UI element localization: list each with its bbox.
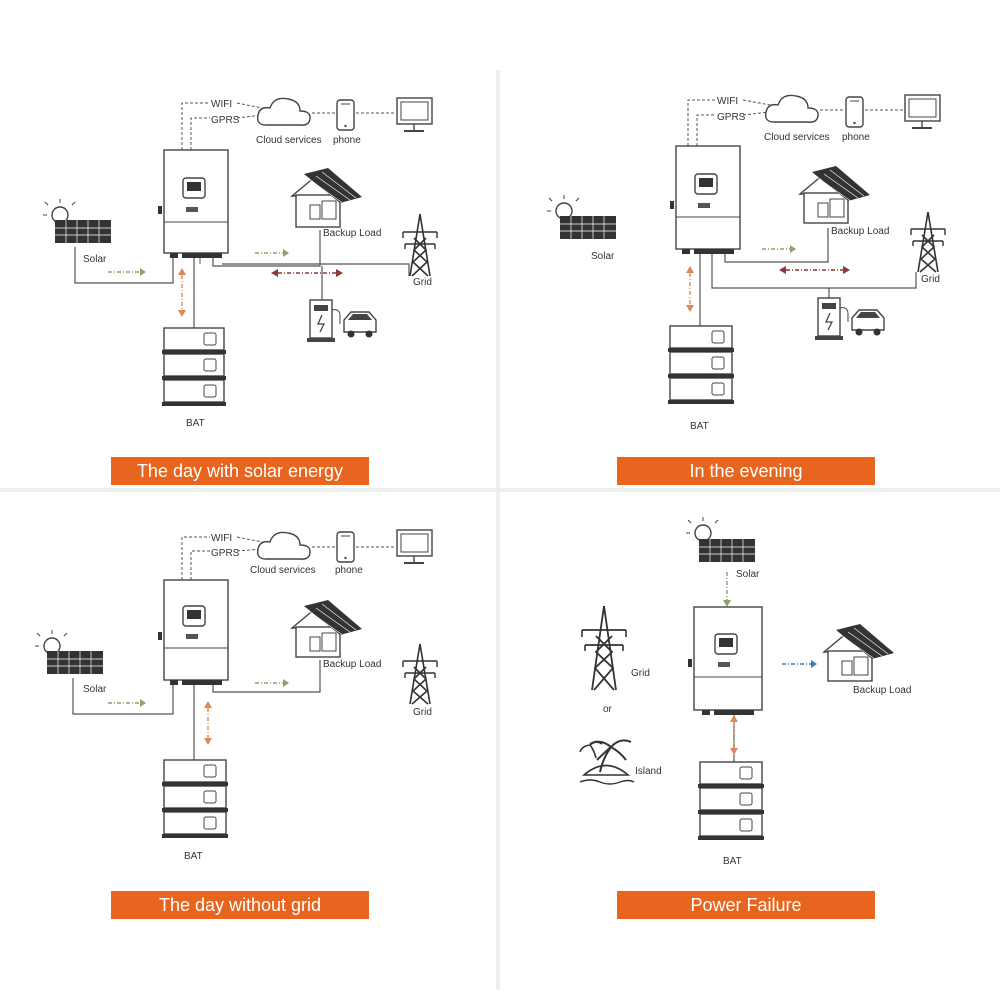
bat-label: BAT: [184, 851, 203, 862]
car-icon: [343, 311, 377, 338]
monitor-icon: [396, 97, 433, 132]
solar-panel-icon: [35, 630, 103, 674]
monitor-icon: [396, 529, 433, 564]
cloud-label: Cloud services: [256, 135, 322, 146]
bat-label: BAT: [186, 418, 205, 429]
ev-charger-icon: [307, 299, 341, 342]
grid-tower-icon: [910, 211, 946, 273]
cloud-label: Cloud services: [250, 565, 316, 576]
car-icon: [851, 309, 885, 336]
phone-icon: [336, 531, 355, 563]
battery-stack-icon: [162, 759, 228, 838]
gprs-label: GPRS: [717, 112, 746, 123]
grid-tower-icon: [402, 643, 438, 705]
phone-icon: [845, 96, 864, 128]
phone-icon: [336, 99, 355, 131]
battery-stack-icon: [698, 761, 764, 840]
caption-day-with-solar: The day with solar energy: [111, 457, 369, 485]
or-label: or: [603, 704, 613, 715]
caption-evening: In the evening: [617, 457, 875, 485]
grid-label: Grid: [921, 274, 940, 285]
island-icon: [579, 739, 635, 785]
caption-day-without-grid: The day without grid: [111, 891, 369, 919]
gprs-label: GPRS: [211, 115, 240, 126]
solar-label: Solar: [736, 569, 760, 580]
grid-tower-icon: [402, 213, 438, 277]
phone-label: phone: [842, 132, 870, 143]
backup-load-label: Backup Load: [323, 659, 381, 670]
wifi-label: WIFI: [211, 533, 232, 544]
cloud-icon: [256, 531, 311, 560]
phone-label: phone: [333, 135, 361, 146]
cloud-label: Cloud services: [764, 132, 830, 143]
vertical-divider: [496, 70, 500, 990]
solar-label: Solar: [591, 251, 615, 262]
house-icon: [798, 166, 870, 224]
backup-load-label: Backup Load: [853, 685, 911, 696]
backup-load-label: Backup Load: [831, 226, 889, 237]
grid-tower-icon: [581, 605, 627, 691]
inverter-icon: [688, 606, 763, 715]
wifi-label: WIFI: [717, 96, 738, 107]
grid-label: Grid: [413, 277, 432, 288]
island-label: Island: [635, 766, 662, 777]
backup-load-label: Backup Load: [323, 228, 381, 239]
inverter-icon: [670, 145, 741, 254]
solar-label: Solar: [83, 684, 107, 695]
phone-label: phone: [335, 565, 363, 576]
house-icon: [822, 624, 894, 682]
inverter-icon: [158, 579, 229, 685]
horizontal-divider: [0, 488, 1000, 492]
bat-label: BAT: [690, 421, 709, 432]
battery-stack-icon: [668, 325, 734, 404]
solar-label: Solar: [83, 254, 107, 265]
wifi-label: WIFI: [211, 99, 232, 110]
cloud-icon: [764, 94, 819, 123]
solar-panel-icon: [43, 199, 111, 243]
house-icon: [290, 600, 362, 658]
battery-stack-icon: [162, 327, 226, 406]
bat-label: BAT: [723, 856, 742, 867]
ev-charger-icon: [815, 297, 849, 340]
solar-panel-icon: [547, 195, 616, 239]
gprs-label: GPRS: [211, 548, 240, 559]
house-icon: [290, 168, 362, 228]
grid-label: Grid: [413, 707, 432, 718]
solar-panel-icon: [686, 517, 755, 562]
caption-power-failure: Power Failure: [617, 891, 875, 919]
monitor-icon: [904, 94, 941, 129]
inverter-icon: [158, 149, 229, 258]
cloud-icon: [256, 97, 311, 126]
grid-label: Grid: [631, 668, 650, 679]
